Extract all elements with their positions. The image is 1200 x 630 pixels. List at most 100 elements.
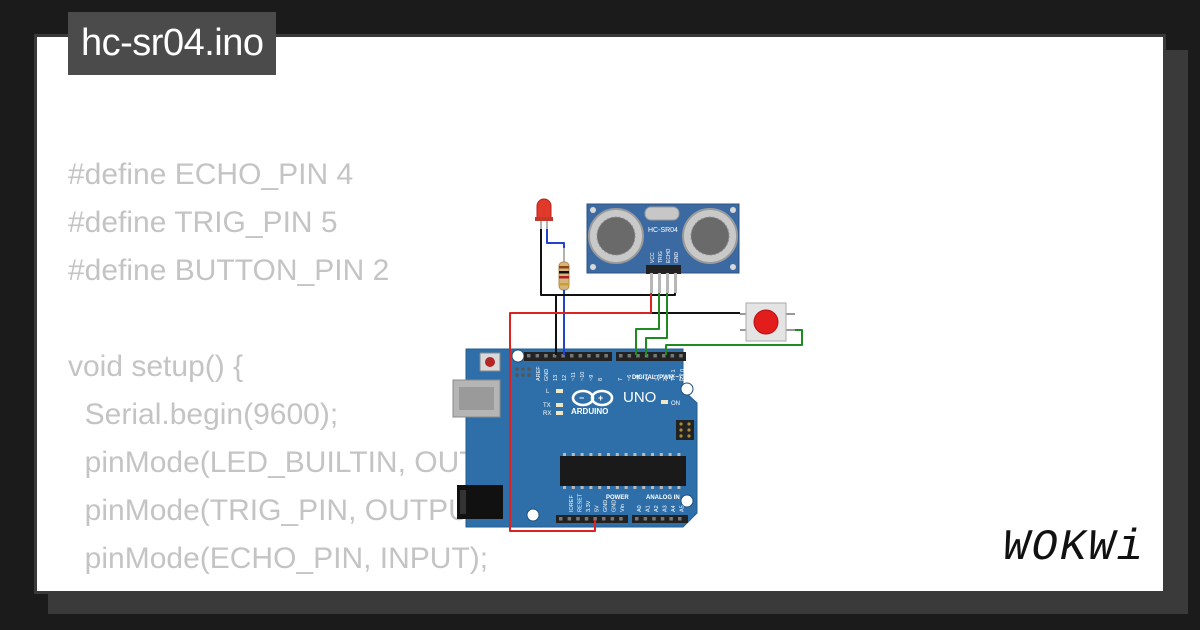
reset-button-cap[interactable] — [485, 357, 495, 367]
chip-pin — [598, 486, 602, 489]
pin-hole — [593, 517, 597, 521]
mount-hole — [511, 349, 525, 363]
infinity-right — [590, 389, 614, 407]
logo-minus: − — [579, 393, 584, 403]
chip-pin — [563, 453, 566, 456]
usb-connector-inner — [459, 387, 494, 410]
sensor-crystal — [644, 206, 680, 221]
wire-led-gnd — [540, 229, 676, 296]
arduino-logo: − + — [571, 389, 614, 407]
power-label: POWER — [606, 495, 629, 501]
code-line: pinMode(BUTTON_PIN, INPUT_PULLUP); — [68, 583, 658, 591]
digital-pin-label: 12 — [562, 375, 568, 381]
on-led-indicator — [661, 400, 668, 404]
chip-pin — [668, 453, 672, 456]
wire-echo — [645, 293, 668, 355]
pin-hole — [587, 354, 591, 358]
digital-pin-label: 2 — [663, 378, 669, 381]
transducer-right-mesh — [691, 217, 729, 255]
resistor-band — [559, 283, 569, 286]
sensor-hole — [590, 264, 596, 270]
resistor-band — [559, 271, 569, 274]
sensor-label: HC-SR04 — [648, 227, 678, 234]
preview-card: #define ECHO_PIN 4#define TRIG_PIN 5#def… — [34, 34, 1166, 594]
pin-hole — [544, 354, 548, 358]
bottom-pin-holes — [559, 517, 682, 521]
resistor-band — [559, 266, 569, 269]
push-button[interactable] — [740, 302, 795, 342]
chip-pin — [642, 486, 646, 489]
digital-header-right — [616, 352, 686, 361]
power-pin-label: Vin — [620, 504, 626, 512]
transducer-left-mesh — [597, 217, 635, 255]
wire-led-to-resistor — [546, 229, 565, 248]
resistor-band — [559, 276, 569, 279]
code-line: #define ECHO_PIN 4 — [68, 158, 354, 191]
pin-hole — [602, 517, 606, 521]
digital-pin-label: 7 — [618, 378, 624, 381]
power-pin-label: 3.3V — [586, 500, 592, 512]
pin-hole — [643, 517, 648, 521]
pin-hole — [570, 354, 574, 358]
power-pin-label: GND — [603, 500, 609, 512]
pin-hole — [595, 354, 600, 358]
pin-hole — [678, 517, 682, 521]
digital-pin-label: 4 — [645, 378, 651, 381]
mount-hole — [680, 494, 694, 508]
logo-plus: + — [598, 393, 603, 403]
code-line: Serial.begin(9600); — [68, 398, 339, 431]
chip-pin — [677, 453, 681, 456]
chip-pin — [615, 486, 619, 489]
sensor-hole — [590, 207, 596, 213]
on-led-label: ON — [671, 401, 680, 407]
power-header — [556, 515, 628, 523]
wires — [509, 229, 803, 532]
rx-led-indicator — [556, 411, 563, 415]
chip-pin — [624, 486, 628, 489]
sensor-pin-label: VCC — [650, 252, 656, 263]
pin-hole — [627, 354, 632, 358]
chip-pin — [642, 453, 646, 456]
sketch-title: hc-sr04.ino — [68, 12, 277, 75]
chip-pin — [624, 453, 628, 456]
digital-pin-label: ~5 — [636, 375, 642, 381]
digital-pin-label: ~9 — [589, 375, 595, 381]
button-cap[interactable] — [753, 309, 779, 335]
power-pin-label: 5V — [595, 505, 601, 512]
wokwi-logo: WOKWi — [1002, 523, 1145, 573]
chip-pin — [580, 453, 584, 456]
resistor — [558, 248, 570, 291]
code-line: pinMode(ECHO_PIN, INPUT); — [68, 542, 489, 575]
power-pin-label: IOREF — [569, 495, 575, 512]
analog-pin-label: A5 — [680, 505, 686, 512]
chip-pin — [677, 486, 681, 489]
mesh-pattern — [690, 216, 730, 256]
pin-hole — [619, 517, 623, 521]
pin-hole — [619, 354, 623, 358]
chip-pin — [615, 453, 619, 456]
chip-pin — [571, 486, 575, 489]
analog-pin-label: A0 — [637, 505, 643, 512]
digital-pin-label: ~10 — [580, 372, 586, 381]
sensor-pins — [650, 273, 677, 293]
icsp-header-right — [676, 420, 694, 440]
chip-pin — [563, 486, 566, 489]
tx-led-label: TX — [543, 403, 551, 409]
chip-pin — [589, 453, 593, 456]
icsp-header-top — [515, 367, 531, 377]
pin-hole — [604, 354, 608, 358]
chip-pin — [607, 453, 610, 456]
digital-pin-label: GND — [544, 369, 550, 381]
power-jack-rim — [460, 490, 466, 514]
digital-pin-label: 8 — [598, 378, 604, 381]
pin-hole — [552, 354, 557, 358]
atmega-chip — [560, 456, 686, 486]
pin-hole — [644, 354, 649, 358]
pin-hole — [527, 354, 531, 358]
digital-pin-label: ~11 — [571, 372, 577, 381]
analog-pin-label: A1 — [646, 505, 652, 512]
power-pin-label: RESET — [578, 493, 584, 512]
chip-pin — [668, 486, 672, 489]
mesh-pattern — [596, 216, 636, 256]
